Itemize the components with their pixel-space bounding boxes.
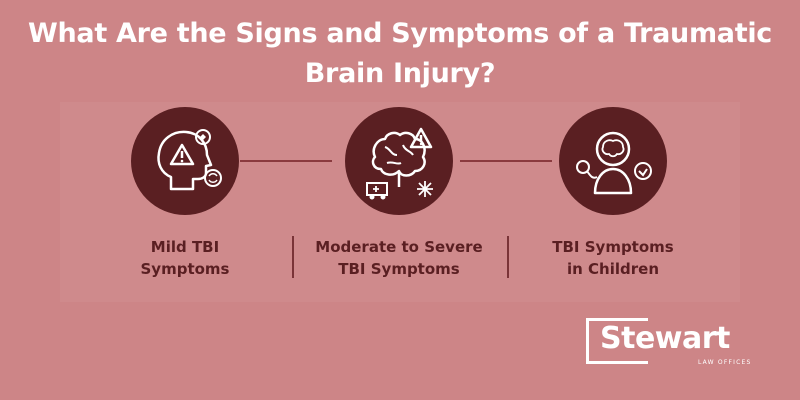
severe-tbi-label-line-2: TBI Symptoms xyxy=(338,260,460,278)
children-tbi-label: TBI Symptoms in Children xyxy=(513,236,713,280)
label-divider-1 xyxy=(292,236,294,278)
severe-tbi-icon-circle xyxy=(345,107,453,215)
logo-wordmark: Stewart xyxy=(600,321,730,356)
connector-line-1 xyxy=(240,160,332,162)
children-tbi-label-line-1: TBI Symptoms xyxy=(552,238,674,256)
stewart-law-offices-logo: Stewart LAW OFFICES xyxy=(586,318,756,372)
page-title-line-1: What Are the Signs and Symptoms of a Tra… xyxy=(28,18,772,49)
mild-tbi-icon-circle xyxy=(131,107,239,215)
mild-tbi-label-line-1: Mild TBI xyxy=(150,238,220,256)
mild-tbi-label-line-2: Symptoms xyxy=(140,260,230,278)
connector-line-2 xyxy=(460,160,552,162)
severe-tbi-label-line-1: Moderate to Severe xyxy=(315,238,483,256)
logo-subtitle: LAW OFFICES xyxy=(698,359,752,366)
page-title: What Are the Signs and Symptoms of a Tra… xyxy=(0,14,800,94)
brain-warning-icon xyxy=(366,127,433,200)
mild-tbi-label: Mild TBI Symptoms xyxy=(85,236,285,280)
page-title-line-2: Brain Injury? xyxy=(304,58,496,89)
head-warning-icon xyxy=(157,129,222,191)
label-divider-2 xyxy=(507,236,509,278)
children-tbi-label-line-2: in Children xyxy=(567,260,659,278)
logo-frame xyxy=(586,318,648,364)
severe-tbi-label: Moderate to Severe TBI Symptoms xyxy=(299,236,499,280)
child-brain-icon xyxy=(576,131,652,195)
children-tbi-icon-circle xyxy=(559,107,667,215)
